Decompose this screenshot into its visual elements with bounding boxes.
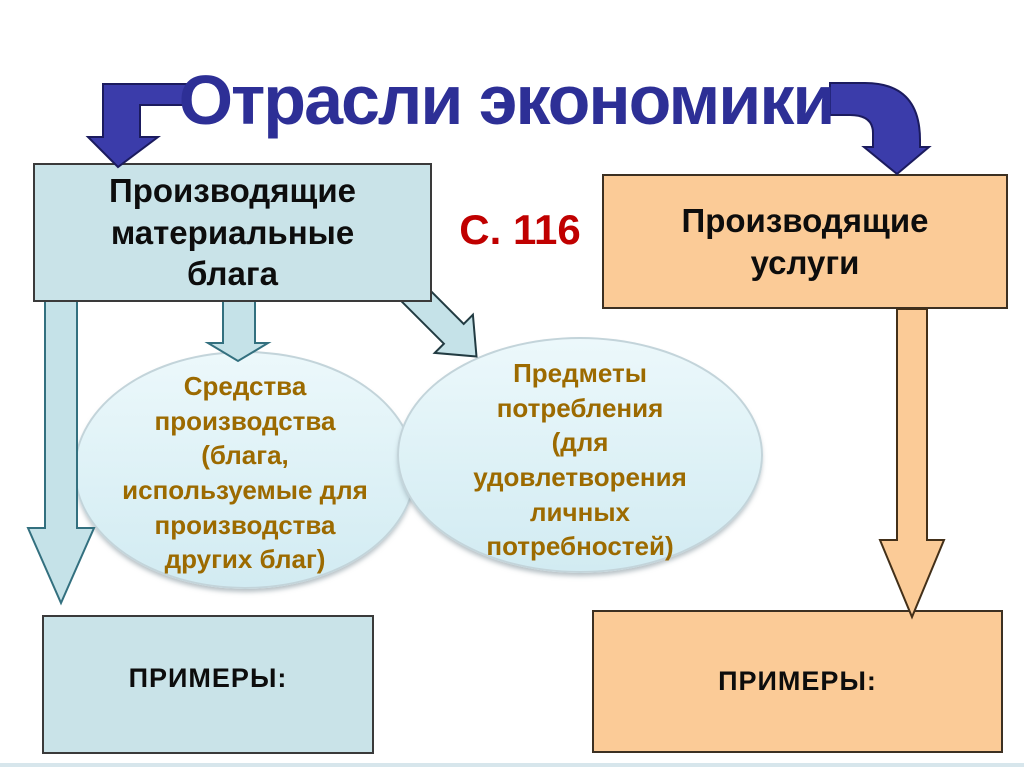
slide-title: Отрасли экономики — [178, 61, 836, 139]
slide-bottom-edge — [0, 763, 1024, 767]
consumer-goods-text: Предметы потребления (для удовлетворения… — [473, 358, 687, 562]
long-down-arrow-right-icon — [878, 308, 946, 620]
consumer-goods-ellipse: Предметы потребления (для удовлетворения… — [397, 337, 763, 573]
means-of-production-text: Средства производства (блага, используем… — [122, 371, 368, 575]
material-goods-box-label: Производящие материальные блага — [109, 171, 356, 293]
material-goods-box: Производящие материальные блага — [33, 163, 432, 302]
means-of-production-ellipse: Средства производства (блага, используем… — [74, 351, 416, 589]
services-box-label: Производящие услуги — [681, 201, 929, 281]
page-reference: С. 116 — [459, 206, 581, 253]
examples-right-label: ПРИМЕРЫ: — [718, 666, 877, 696]
examples-box-left: ПРИМЕРЫ: — [42, 615, 374, 754]
examples-left-label: ПРИМЕРЫ: — [128, 663, 288, 693]
examples-box-right: ПРИМЕРЫ: — [592, 610, 1003, 753]
services-box: Производящие услуги — [602, 174, 1008, 309]
